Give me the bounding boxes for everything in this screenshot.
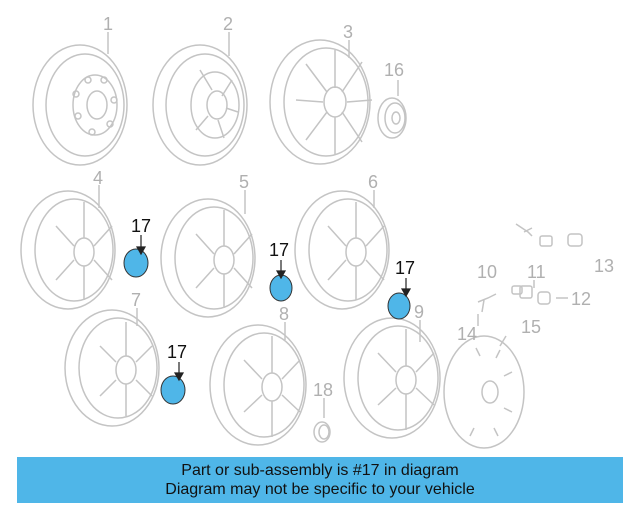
callout-1: 1	[103, 14, 113, 34]
callout-10: 10	[477, 262, 497, 282]
parts-diagram: 1 2 3 16 4 5 6 7 8 9 10 11 12 13 14 15 1…	[20, 14, 614, 449]
callout-14: 14	[457, 324, 477, 344]
wheel-6	[294, 190, 390, 310]
wheel-9	[343, 317, 441, 439]
center-cap-18	[313, 421, 331, 443]
callout-4: 4	[93, 168, 103, 188]
callout-8: 8	[279, 304, 289, 324]
callout-5: 5	[239, 172, 249, 192]
callout-18: 18	[313, 380, 333, 400]
callout-9: 9	[414, 302, 424, 322]
callout-15: 15	[521, 317, 541, 337]
wheel-2	[152, 44, 248, 166]
callout-16: 16	[384, 60, 404, 80]
callout-17: 17	[395, 258, 415, 278]
center-cap-16	[377, 97, 407, 139]
callout-7: 7	[131, 290, 141, 310]
wheel-7	[64, 309, 160, 427]
wheel-1	[32, 44, 128, 166]
wheel-8	[209, 324, 307, 446]
wheel-cover-15	[443, 335, 525, 449]
valve-parts	[477, 223, 583, 313]
highlight-part-17	[123, 248, 149, 278]
info-banner: Part or sub-assembly is #17 in diagram D…	[17, 457, 623, 503]
callout-17: 17	[167, 342, 187, 362]
wheel-3	[269, 39, 373, 165]
callout-6: 6	[368, 172, 378, 192]
banner-line-2: Diagram may not be specific to your vehi…	[165, 481, 475, 498]
callout-17: 17	[131, 216, 151, 236]
callout-17: 17	[269, 240, 289, 260]
callout-12: 12	[571, 289, 591, 309]
callout-2: 2	[223, 14, 233, 34]
highlight-part-17	[160, 375, 186, 405]
leader-lines	[98, 32, 568, 418]
callout-13: 13	[594, 256, 614, 276]
callout-3: 3	[343, 22, 353, 42]
highlight-part-17	[387, 292, 411, 320]
callout-11: 11	[527, 262, 546, 282]
wheel-5	[160, 198, 256, 318]
banner-line-1: Part or sub-assembly is #17 in diagram	[181, 462, 459, 479]
wheel-4	[20, 190, 116, 310]
